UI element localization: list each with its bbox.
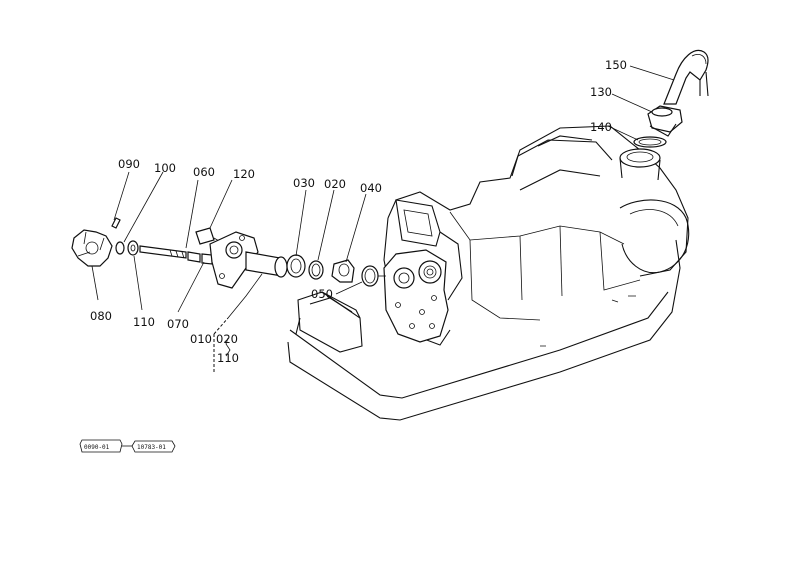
- housing-body: [287, 125, 690, 421]
- callout-110: 110: [133, 315, 155, 329]
- callout-040: 040: [360, 181, 382, 195]
- callout-080: 080: [90, 309, 112, 323]
- ref-code-b: 10783-01: [137, 444, 166, 451]
- callout-140: 140: [590, 120, 612, 134]
- callout-120: 120: [233, 167, 255, 181]
- callout-070: 070: [167, 317, 189, 331]
- callout-labels: 090 100 060 120 030 020 040 150 130 140 …: [90, 58, 627, 365]
- callout-050: 050: [311, 287, 333, 301]
- callout-090: 090: [118, 157, 140, 171]
- callout-020: 020: [324, 177, 346, 191]
- breather-hose-assembly: [633, 49, 709, 148]
- callout-150: 150: [605, 58, 627, 72]
- callout-010: 010: [190, 332, 212, 346]
- callout-060: 060: [193, 165, 215, 179]
- callout-020-sub: 020: [216, 332, 238, 346]
- reference-codes: 0090-01 10783-01: [79, 439, 176, 453]
- callout-100: 100: [154, 161, 176, 175]
- valve-flange-plate: [383, 249, 449, 343]
- callout-130: 130: [590, 85, 612, 99]
- leader-lines: [91, 65, 675, 372]
- ref-code-a: 0090-01: [84, 444, 110, 451]
- callout-110-sub: 110: [217, 351, 239, 365]
- exploded-parts-axis: [71, 217, 386, 289]
- callout-030: 030: [293, 176, 315, 190]
